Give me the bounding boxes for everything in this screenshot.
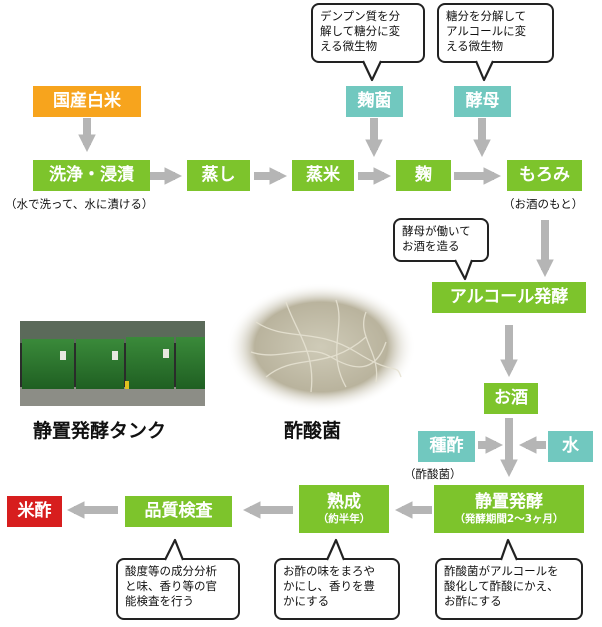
node-rice-vinegar: 米酢 bbox=[7, 496, 62, 527]
node-quality-inspection: 品質検査 bbox=[125, 496, 232, 527]
node-alcohol-fermentation: アルコール発酵 bbox=[432, 282, 586, 313]
node-koji-mold: 麹菌 bbox=[346, 86, 403, 117]
callout-yeast: 糖分を分解して アルコールに変 える微生物 bbox=[437, 3, 554, 63]
tank-photo bbox=[20, 321, 205, 406]
callout-quality: 酸度等の成分分析 と味、香り等の官 能検査を行う bbox=[116, 558, 240, 620]
label-acetic-bacteria: 酢酸菌 bbox=[284, 420, 342, 442]
node-aging: 熟成 （約半年） bbox=[299, 485, 389, 533]
node-steaming: 蒸し bbox=[187, 160, 250, 191]
node-wash-soak: 洗浄・浸漬 bbox=[33, 160, 150, 191]
callout-koji-mold: デンプン質を分 解して糖分に変 える微生物 bbox=[311, 3, 425, 63]
note-wash: （水で洗って、水に漬ける） bbox=[5, 197, 154, 211]
pointer-static bbox=[499, 538, 519, 561]
node-water: 水 bbox=[548, 431, 593, 462]
note-seed-vinegar: （酢酸菌） bbox=[404, 467, 462, 481]
pointer-yeast bbox=[474, 60, 494, 82]
node-seed-vinegar: 種酢 bbox=[418, 431, 475, 462]
label-tank: 静置発酵タンク bbox=[33, 420, 167, 442]
pointer-fermentation bbox=[454, 259, 474, 281]
node-koji: 麹 bbox=[396, 160, 451, 191]
node-sake: お酒 bbox=[484, 383, 538, 414]
pointer-aging bbox=[325, 538, 346, 561]
node-domestic-rice: 国産白米 bbox=[33, 86, 141, 117]
pointer-koji-mold bbox=[362, 60, 382, 82]
node-yeast: 酵母 bbox=[454, 86, 511, 117]
node-moromi: もろみ bbox=[507, 160, 582, 191]
bacteria-photo bbox=[226, 283, 416, 411]
pointer-quality bbox=[164, 538, 185, 561]
callout-aging: お酢の味をまろや かにし、香りを豊 かにする bbox=[274, 558, 400, 620]
callout-fermentation: 酵母が働いて お酒を造る bbox=[393, 218, 489, 262]
note-moromi: （お酒のもと） bbox=[503, 197, 584, 211]
node-steamed-rice: 蒸米 bbox=[292, 160, 354, 191]
node-static-fermentation: 静置発酵 （発酵期間2～3ヶ月） bbox=[434, 485, 584, 533]
